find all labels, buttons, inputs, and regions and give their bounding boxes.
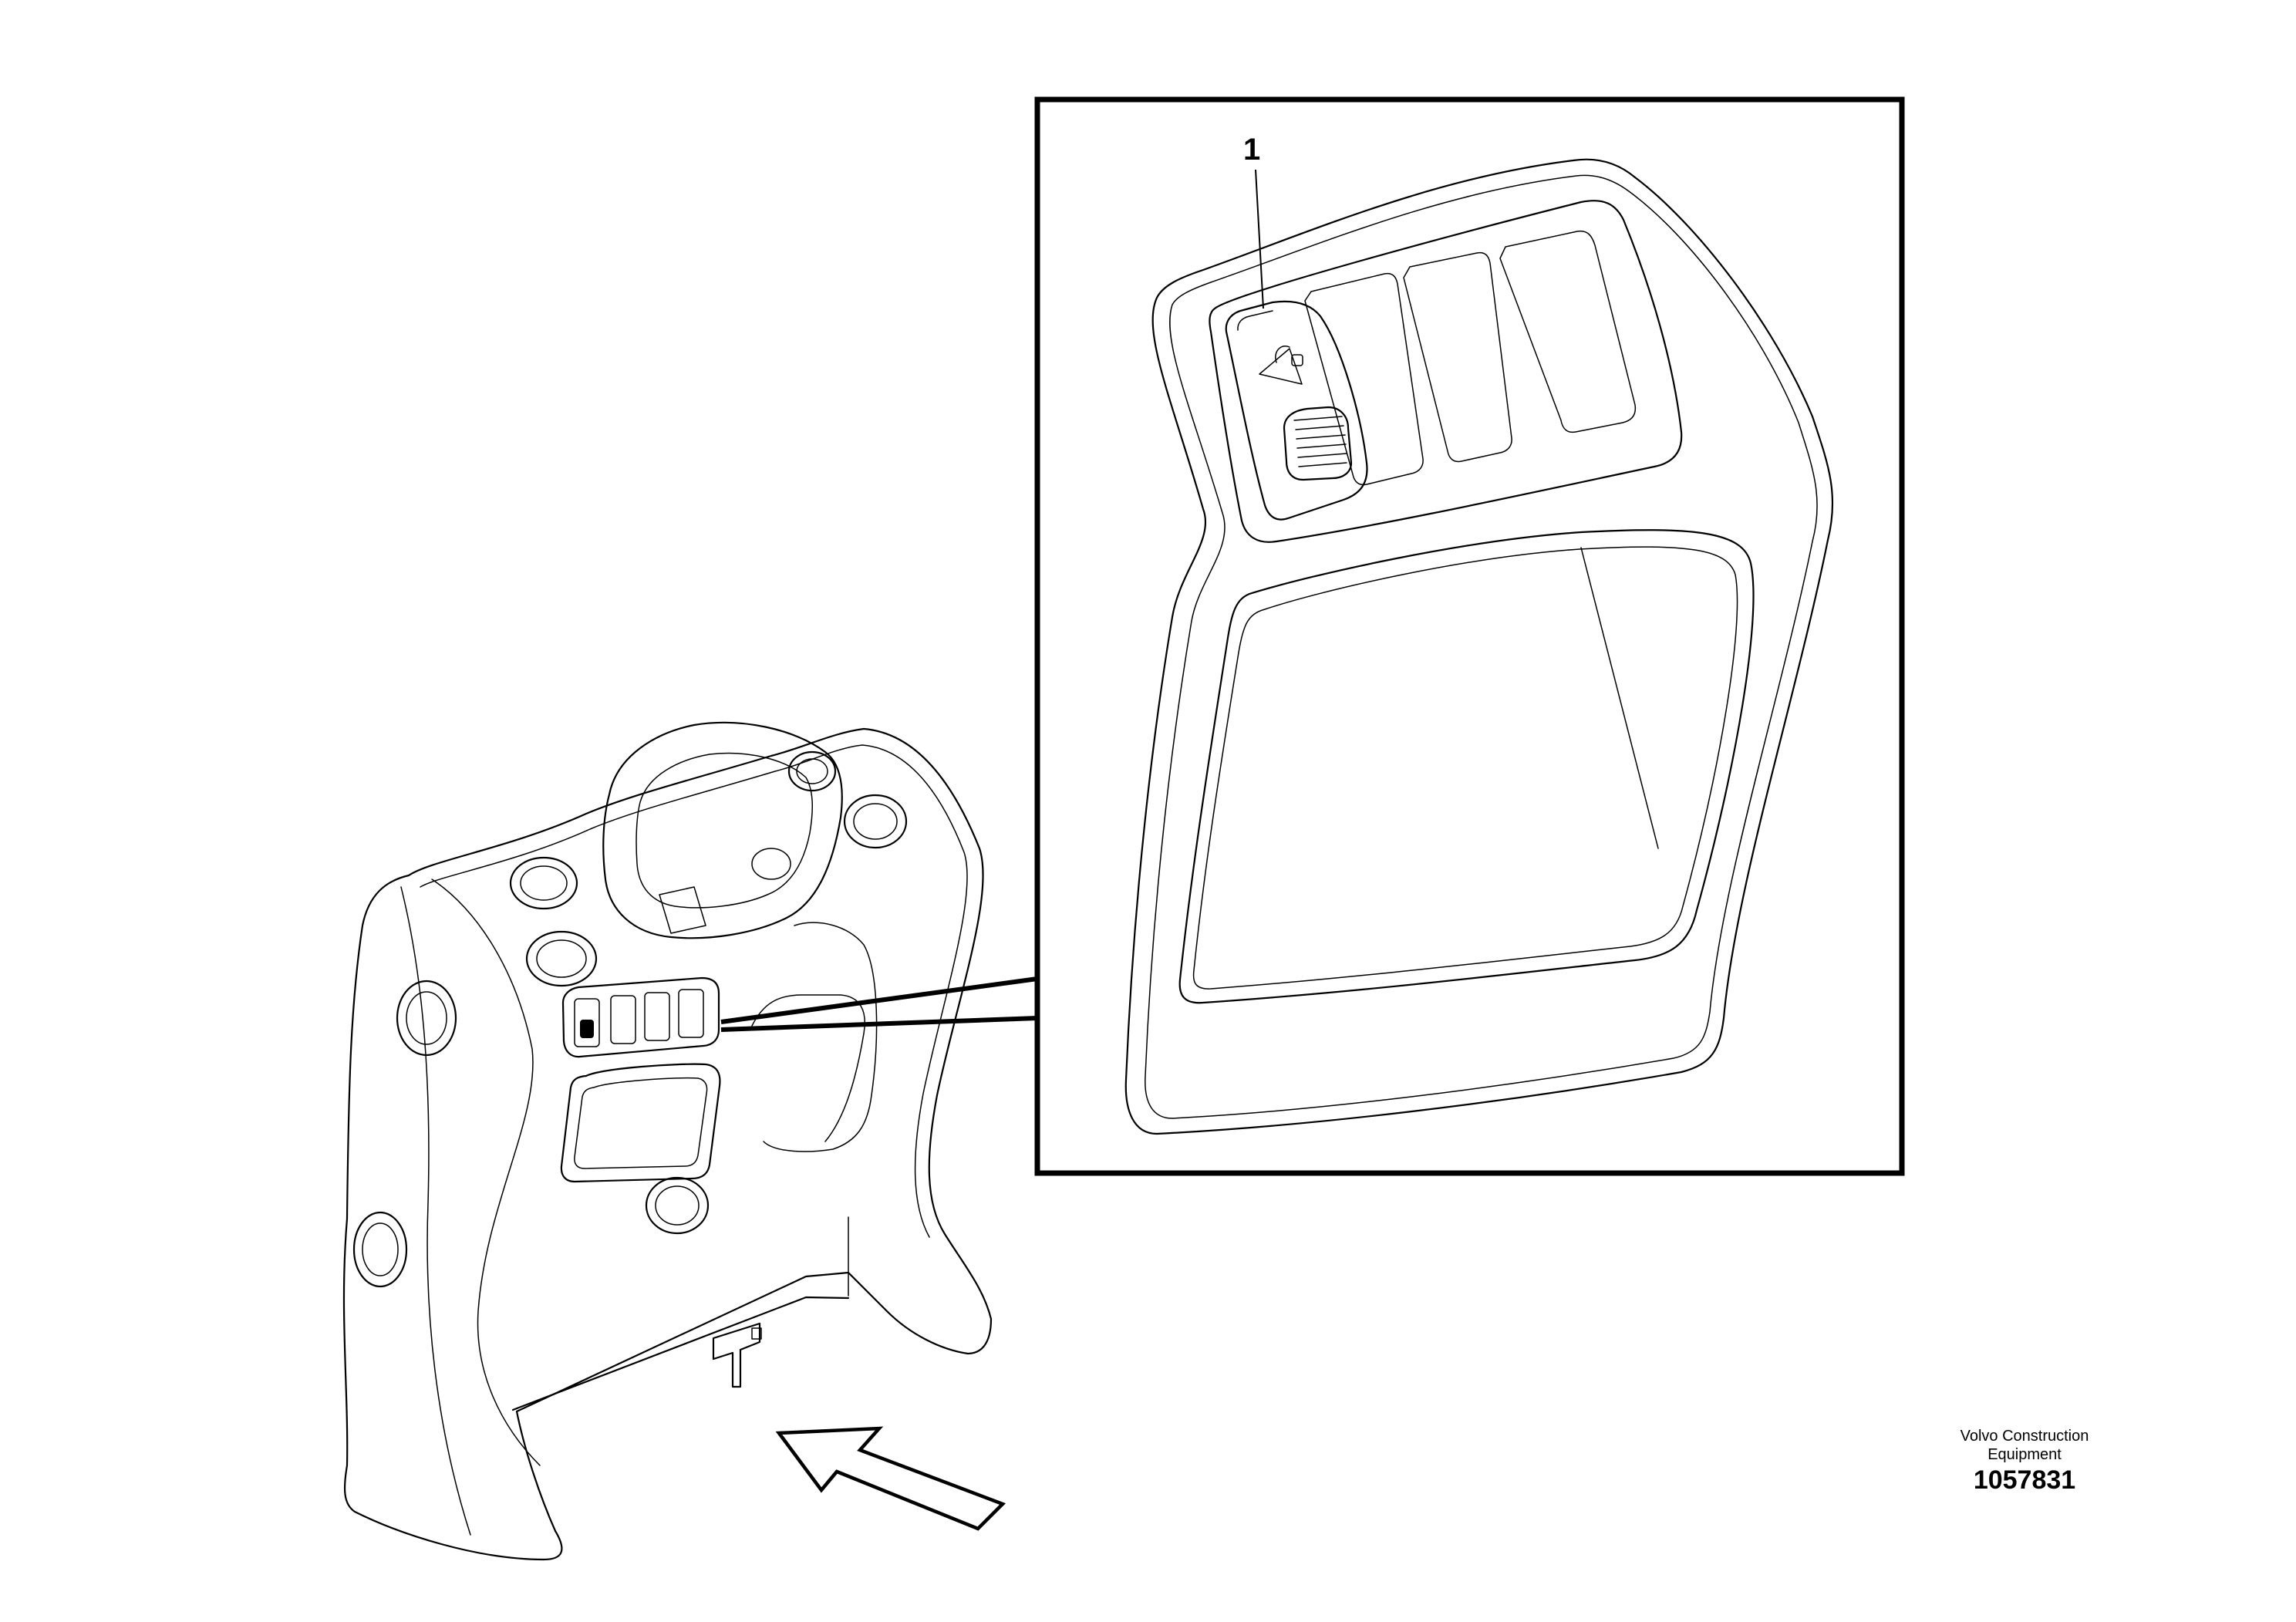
mounting-bracket <box>712 1322 762 1388</box>
enlarged-switch-panel <box>1124 158 1834 1135</box>
dashboard-drawing <box>342 721 993 1561</box>
direction-arrow-icon <box>775 1426 1006 1531</box>
air-vent-side-1 <box>396 980 457 1057</box>
air-vent-side-2 <box>352 1211 408 1288</box>
air-vent-right-2 <box>843 794 908 849</box>
brand-label: Volvo Construction Equipment <box>1932 1427 2117 1464</box>
brand-line-2: Equipment <box>1988 1446 2062 1463</box>
air-vent-right-1 <box>787 750 837 792</box>
part-number: 1057831 <box>1973 1465 2076 1495</box>
air-vent-top-2 <box>525 930 598 987</box>
callout-number: 1 <box>1243 133 1261 167</box>
air-vent-top-1 <box>509 856 578 910</box>
detail-frame <box>1034 96 1905 1176</box>
seat-lock-switch-icon <box>1225 300 1368 521</box>
dashboard-switch-panel <box>561 976 720 1058</box>
detail-leader-lines <box>720 976 1038 1032</box>
callout-leader <box>1255 169 1264 309</box>
brand-line-1: Volvo Construction <box>1960 1428 2089 1445</box>
air-vent-lower <box>645 1176 710 1235</box>
